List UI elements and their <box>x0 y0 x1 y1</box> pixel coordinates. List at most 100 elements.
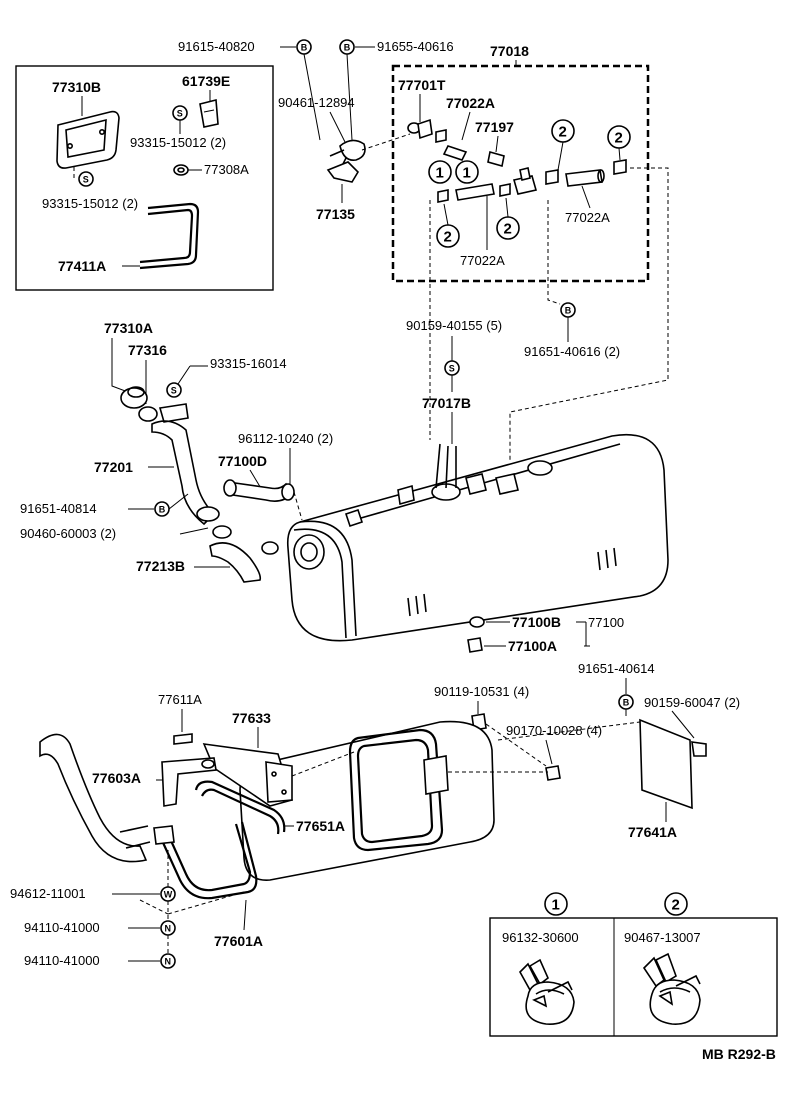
label-77100D: 77100D <box>218 453 267 469</box>
svg-text:B: B <box>344 43 351 53</box>
svg-text:S: S <box>177 109 183 119</box>
symbol-n-a: N <box>160 920 176 936</box>
label-77100B: 77100B <box>512 614 561 630</box>
label-94612-11001: 94612-11001 <box>10 886 86 901</box>
label-77100: 77100 <box>588 615 624 630</box>
symbol-s-inset-2: S <box>78 171 94 187</box>
label-91655-40616: 91655-40616 <box>377 39 454 54</box>
symbol-b-91651-40616: B <box>560 302 576 318</box>
symbol-s-inset-1: S <box>172 105 188 121</box>
svg-text:1: 1 <box>436 165 444 182</box>
label-77603A: 77603A <box>92 770 141 786</box>
legend-callout-2: 2 <box>664 892 688 916</box>
part-77100A <box>467 637 483 653</box>
part-77310B-bracket <box>56 110 120 169</box>
part-77601A-strap <box>153 821 258 900</box>
label-77308A: 77308A <box>204 162 249 177</box>
legend-box <box>489 917 778 1037</box>
svg-text:S: S <box>449 364 455 374</box>
svg-text:B: B <box>301 43 308 53</box>
label-77641A: 77641A <box>628 824 677 840</box>
part-77201-filler-pipe <box>151 403 216 526</box>
part-77308A <box>173 164 189 176</box>
part-77633-bracket <box>202 743 294 807</box>
part-77022A-hose-short <box>442 145 468 161</box>
svg-text:2: 2 <box>444 229 452 246</box>
symbol-b-91655: B <box>339 39 355 55</box>
label-90159-40155: 90159-40155 (5) <box>406 318 502 333</box>
svg-text:2: 2 <box>559 124 567 141</box>
label-77197: 77197 <box>475 119 514 135</box>
part-right-strap-frame <box>348 728 449 852</box>
label-77611A: 77611A <box>158 692 202 707</box>
svg-text:W: W <box>164 890 173 900</box>
symbol-s-93315-16014: S <box>166 382 182 398</box>
label-77601A: 77601A <box>214 933 263 949</box>
part-hose-center <box>455 183 495 201</box>
callout-2-a: 2 <box>551 119 575 143</box>
label-90467-13007: 90467-13007 <box>624 930 701 945</box>
symbol-n-b: N <box>160 953 176 969</box>
fuel-tank <box>286 434 669 642</box>
part-77213B-hose <box>209 541 279 583</box>
label-77310B: 77310B <box>52 79 101 95</box>
svg-text:1: 1 <box>552 897 560 914</box>
label-77135: 77135 <box>316 206 355 222</box>
label-61739E: 61739E <box>182 73 230 89</box>
part-90170-nut <box>545 765 561 781</box>
label-96112-10240: 96112-10240 (2) <box>238 431 333 446</box>
label-77651A: 77651A <box>296 818 345 834</box>
part-77701T-fitting <box>407 118 433 140</box>
symbol-b-91651-40814: B <box>154 501 170 517</box>
label-77633: 77633 <box>232 710 271 726</box>
label-93315-15012-a: 93315-15012 (2) <box>130 135 226 150</box>
label-90460-60003: 90460-60003 (2) <box>20 526 116 541</box>
label-94110-41000-a: 94110-41000 <box>24 920 100 935</box>
label-90170-10028: 90170-10028 (4) <box>506 723 602 738</box>
label-90461-12894: 90461-12894 <box>278 95 355 110</box>
part-t-joint <box>512 167 538 195</box>
label-77018: 77018 <box>490 43 529 59</box>
label-77017B: 77017B <box>422 395 471 411</box>
label-77201: 77201 <box>94 459 133 475</box>
svg-text:2: 2 <box>615 130 623 147</box>
callout-1-b: 1 <box>455 160 479 184</box>
symbol-b-91615: B <box>296 39 312 55</box>
symbol-s-90159: S <box>444 360 460 376</box>
label-77310A: 77310A <box>104 320 153 336</box>
part-lower-hose <box>39 733 151 863</box>
label-77213B: 77213B <box>136 558 185 574</box>
label-93315-15012-b: 93315-15012 (2) <box>42 196 138 211</box>
svg-text:B: B <box>565 306 572 316</box>
part-77310A-cap <box>120 386 148 409</box>
part-77641A-panel <box>639 718 707 810</box>
svg-text:1: 1 <box>463 165 471 182</box>
svg-text:2: 2 <box>672 897 680 914</box>
legend-clamp-1 <box>519 958 575 1025</box>
part-77135-bracket <box>326 161 360 183</box>
svg-text:S: S <box>83 175 89 185</box>
part-61739E-clip <box>199 98 219 128</box>
label-90119-10531: 90119-10531 (4) <box>434 684 529 699</box>
part-77411A-band <box>139 202 200 270</box>
label-90159-60047: 90159-60047 (2) <box>644 695 740 710</box>
label-91651-40814: 91651-40814 <box>20 501 97 516</box>
label-77100A: 77100A <box>508 638 557 654</box>
label-91651-40616: 91651-40616 (2) <box>524 344 620 359</box>
label-77022A-bottom: 77022A <box>460 253 505 268</box>
svg-text:B: B <box>159 505 166 515</box>
legend-clamp-2 <box>642 952 701 1025</box>
svg-text:N: N <box>165 957 172 967</box>
part-77100B <box>469 616 485 628</box>
callout-2-d: 2 <box>496 216 520 240</box>
part-77316-gasket <box>138 406 158 422</box>
svg-text:2: 2 <box>504 221 512 238</box>
part-filler-clamp <box>196 506 220 522</box>
part-77197-connector <box>487 150 505 168</box>
svg-text:S: S <box>171 386 177 396</box>
part-77611A-stud <box>173 733 193 745</box>
part-77022A-hose-right <box>565 169 605 187</box>
label-91651-40614: 91651-40614 <box>578 661 655 676</box>
label-77022A-right: 77022A <box>565 210 610 225</box>
